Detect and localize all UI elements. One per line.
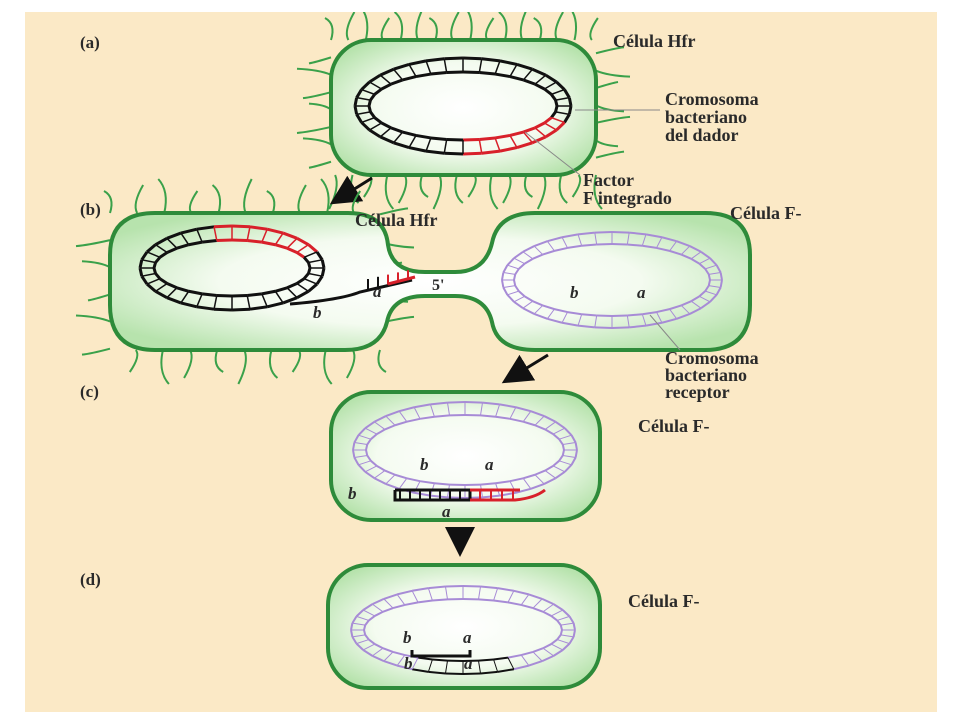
arrow-a-to-b [329, 175, 373, 205]
gene-a-c: a [485, 455, 494, 474]
label-recipient-2: bacteriano [665, 365, 747, 385]
tag-a: (a) [80, 33, 100, 52]
transferring-strand [289, 270, 416, 306]
label-chrom-donor-3: del dador [665, 125, 739, 145]
mating-pair-cells [108, 211, 752, 352]
pointer-recipient [649, 314, 681, 351]
gene-b-donor: b [313, 303, 322, 322]
frag-a-c: a [442, 502, 451, 521]
donor-chromosome-b [138, 224, 326, 312]
gene-a-recipient: a [637, 283, 646, 302]
label-recipient-3: receptor [665, 382, 730, 402]
pointer-factor [524, 131, 581, 176]
gene-a-donor: a [373, 282, 382, 301]
gene-b-c: b [420, 455, 429, 474]
label-chrom-donor-1: Cromosoma [665, 89, 759, 109]
recipient-chromosome-d [350, 585, 576, 675]
gene-b-d-bottom: b [404, 654, 413, 673]
label-five-prime: 5' [432, 277, 444, 294]
label-celula-hfr-b: Célula Hfr [355, 210, 438, 230]
donor-fragment-c [393, 488, 546, 502]
label-celula-fminus-b: Célula F- [730, 203, 802, 223]
tag-b: (b) [80, 200, 101, 219]
label-celula-fminus-d: Célula F- [628, 591, 700, 611]
gene-b-d-top: b [403, 628, 412, 647]
donor-chromosome-a [353, 56, 573, 156]
diagram-panel: (a) Célula Hfr Cromosoma bacteriano del … [25, 5, 937, 712]
label-recipient-1: Cromosoma [665, 348, 759, 368]
pili-b [75, 178, 415, 385]
recombined-segment-d [410, 650, 472, 658]
frag-b-c: b [348, 484, 357, 503]
gene-a-d-bottom: a [464, 654, 473, 673]
arrow-b-to-c [501, 353, 549, 384]
recipient-chromosome-c [352, 401, 578, 499]
conjugation-diagram: (a) Célula Hfr Cromosoma bacteriano del … [75, 5, 802, 690]
tag-d: (d) [80, 570, 101, 589]
label-factor-2: F integrado [583, 188, 672, 208]
recipient-chromosome-b [501, 231, 723, 329]
label-celula-hfr-a: Célula Hfr [613, 31, 696, 51]
gene-a-d-top: a [463, 628, 472, 647]
tag-c: (c) [80, 382, 99, 401]
label-chrom-donor-2: bacteriano [665, 107, 747, 127]
label-celula-fminus-c: Célula F- [638, 416, 710, 436]
gene-b-recipient: b [570, 283, 579, 302]
label-factor-1: Factor [583, 170, 634, 190]
